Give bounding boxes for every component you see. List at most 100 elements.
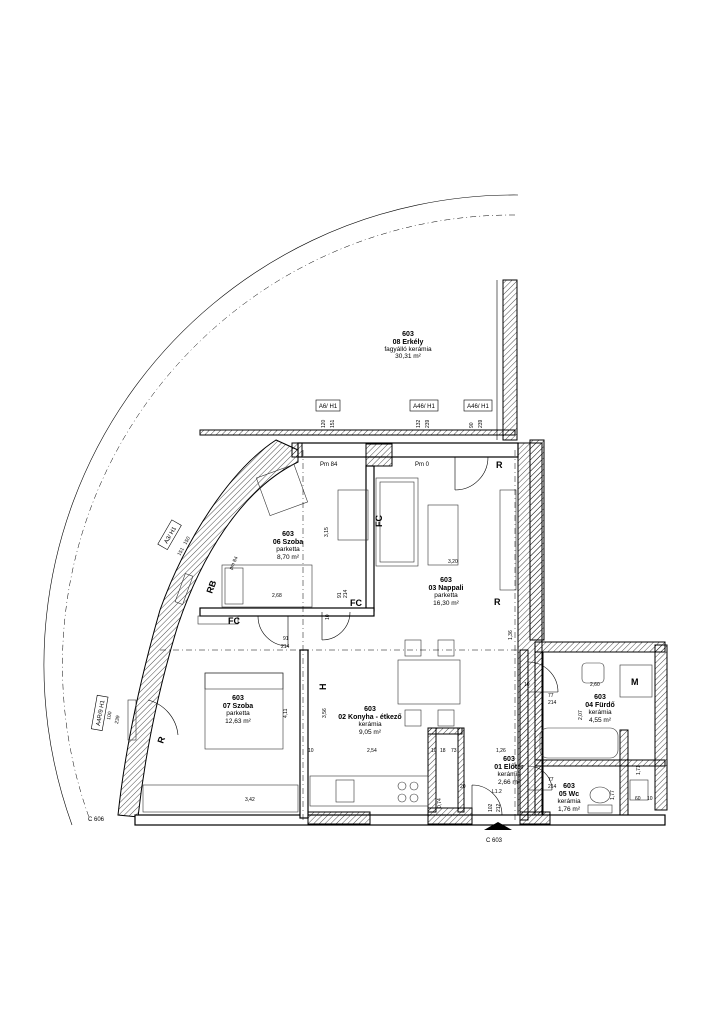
svg-text:kerámia: kerámia [497,771,521,778]
svg-text:06 Szoba: 06 Szoba [273,539,303,546]
svg-text:1,76 m²: 1,76 m² [558,806,581,813]
svg-text:10: 10 [308,748,314,754]
coffee-table [337,489,369,541]
door-room06 [321,611,351,641]
room-label-03-nappali: 603 03 Nappali parketta 16,30 m² [428,577,463,607]
svg-text:603: 603 [594,694,606,701]
svg-text:60: 60 [635,796,641,802]
svg-text:603: 603 [440,577,452,584]
svg-text:91: 91 [337,592,343,598]
window-dim: 239 [425,419,431,428]
svg-text:18: 18 [440,748,446,754]
svg-text:8,70 m²: 8,70 m² [277,554,300,561]
room-label-08-erkely: 603 08 Erkély fagyálló kerámia 30,31 m² [384,331,432,360]
washer-label: M [631,677,639,687]
svg-text:214: 214 [343,589,349,598]
svg-text:77: 77 [548,693,554,699]
sink [581,662,605,684]
balcony-right-wall [502,279,518,441]
wardrobe-room07 [142,784,299,813]
window-tag: A46/ H1 [463,399,493,412]
window-tag: A6/ H1 [315,399,341,412]
washing-machine [619,664,653,698]
radiator-label: R [496,460,503,470]
svg-text:A6/ H1: A6/ H1 [319,404,338,410]
kitchen-counter [309,775,429,807]
window-dim: 132 [416,419,422,428]
svg-text:07 Szoba: 07 Szoba [223,703,253,710]
svg-text:603: 603 [402,331,414,338]
svg-text:3,20: 3,20 [448,559,458,565]
svg-text:212: 212 [496,803,502,812]
door-room07-window [147,699,179,736]
heater-label: H [318,684,328,691]
svg-text:603: 603 [563,783,575,790]
svg-text:3,15: 3,15 [324,527,330,537]
svg-text:9,05 m²: 9,05 m² [359,729,382,736]
level-label-pm84b: pm 84 [228,556,239,571]
svg-text:1,71: 1,71 [636,765,642,775]
svg-text:4,55 m²: 4,55 m² [589,717,612,724]
svg-text:10: 10 [647,796,653,802]
toilet [589,786,611,804]
level-label-pm0: Pm 0 [415,462,430,468]
dimensions: 3,15 3,20 2,68 1,36 4,11 3,56 2,54 1,26 … [245,527,653,812]
window-tag: A3/ H1 [157,519,182,551]
fancoil-label: FC [374,515,384,527]
section-c606: C 606 [88,817,105,823]
room-label-02-konyha: 603 02 Konyha - étkező kerámia 9,05 m² [338,706,401,736]
door-entrance [471,784,503,816]
balcony-outer-arc [43,194,519,826]
wall-hall [427,727,437,813]
wardrobe-living [499,489,517,591]
svg-text:0,74: 0,74 [437,798,443,808]
svg-text:A4R/9 H1: A4R/9 H1 [96,699,107,726]
svg-text:2,60: 2,60 [590,682,600,688]
svg-text:214: 214 [548,784,557,790]
svg-text:603: 603 [503,756,515,763]
svg-text:1,77: 1,77 [610,790,616,800]
wall-room06-bottom [199,607,375,617]
window-dim: 150 [183,536,192,546]
bathtub [539,727,619,759]
svg-text:603: 603 [282,531,294,538]
svg-text:2,66 m²: 2,66 m² [498,779,521,786]
level-label-pm84: Pm 84 [320,462,338,468]
svg-text:3,42: 3,42 [245,797,255,803]
svg-text:2,07: 2,07 [578,710,584,720]
svg-text:30,31 m²: 30,31 m² [395,353,421,360]
svg-text:3,56: 3,56 [322,708,328,718]
bottom-wall [134,814,666,826]
svg-text:603: 603 [232,695,244,702]
svg-text:2,68: 2,68 [272,593,282,599]
door-tag: L1.2 [492,789,502,795]
svg-text:03 Nappali: 03 Nappali [428,585,463,592]
window-tag: A4R/9 H1 [90,694,109,731]
column-top [365,443,393,467]
svg-text:4,11: 4,11 [283,708,289,718]
svg-text:01 Előtér: 01 Előtér [494,764,524,771]
window-dim: 100 [106,711,113,720]
exterior-curved-wall [117,439,299,818]
room-label-04-furdo: 603 04 Fürdő kerámia 4,55 m² [585,694,615,724]
svg-text:parketta: parketta [276,546,300,553]
svg-text:fagyálló kerámia: fagyálló kerámia [384,346,432,353]
svg-text:A46/ H1: A46/ H1 [413,404,435,410]
svg-text:kerámia: kerámia [358,721,382,728]
sofa [375,477,419,567]
svg-text:1,26: 1,26 [496,748,506,754]
svg-text:10: 10 [325,614,331,620]
radiator-label: R [494,597,501,607]
window-dim: 120 [321,419,327,428]
entrance-arrow [484,822,512,830]
svg-text:2,54: 2,54 [367,748,377,754]
fancoil-label: FC [350,598,362,608]
svg-text:12,63 m²: 12,63 m² [225,718,251,725]
door-wc [527,765,553,791]
room-label-06-szoba: 603 06 Szoba parketta 8,70 m² [273,531,303,561]
desk-room06 [255,463,309,517]
svg-text:214: 214 [548,700,557,706]
balcony-inner-arc [62,214,516,821]
top-wall [297,442,519,458]
room-label-01-eloter: 603 01 Előtér kerámia 2,66 m² [494,756,524,786]
